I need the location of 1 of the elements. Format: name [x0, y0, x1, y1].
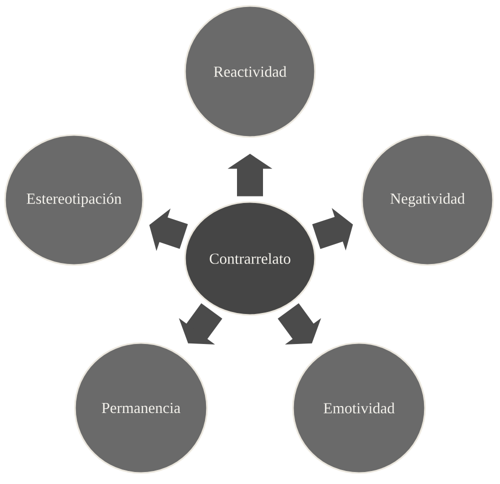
block-arrow	[278, 303, 322, 344]
